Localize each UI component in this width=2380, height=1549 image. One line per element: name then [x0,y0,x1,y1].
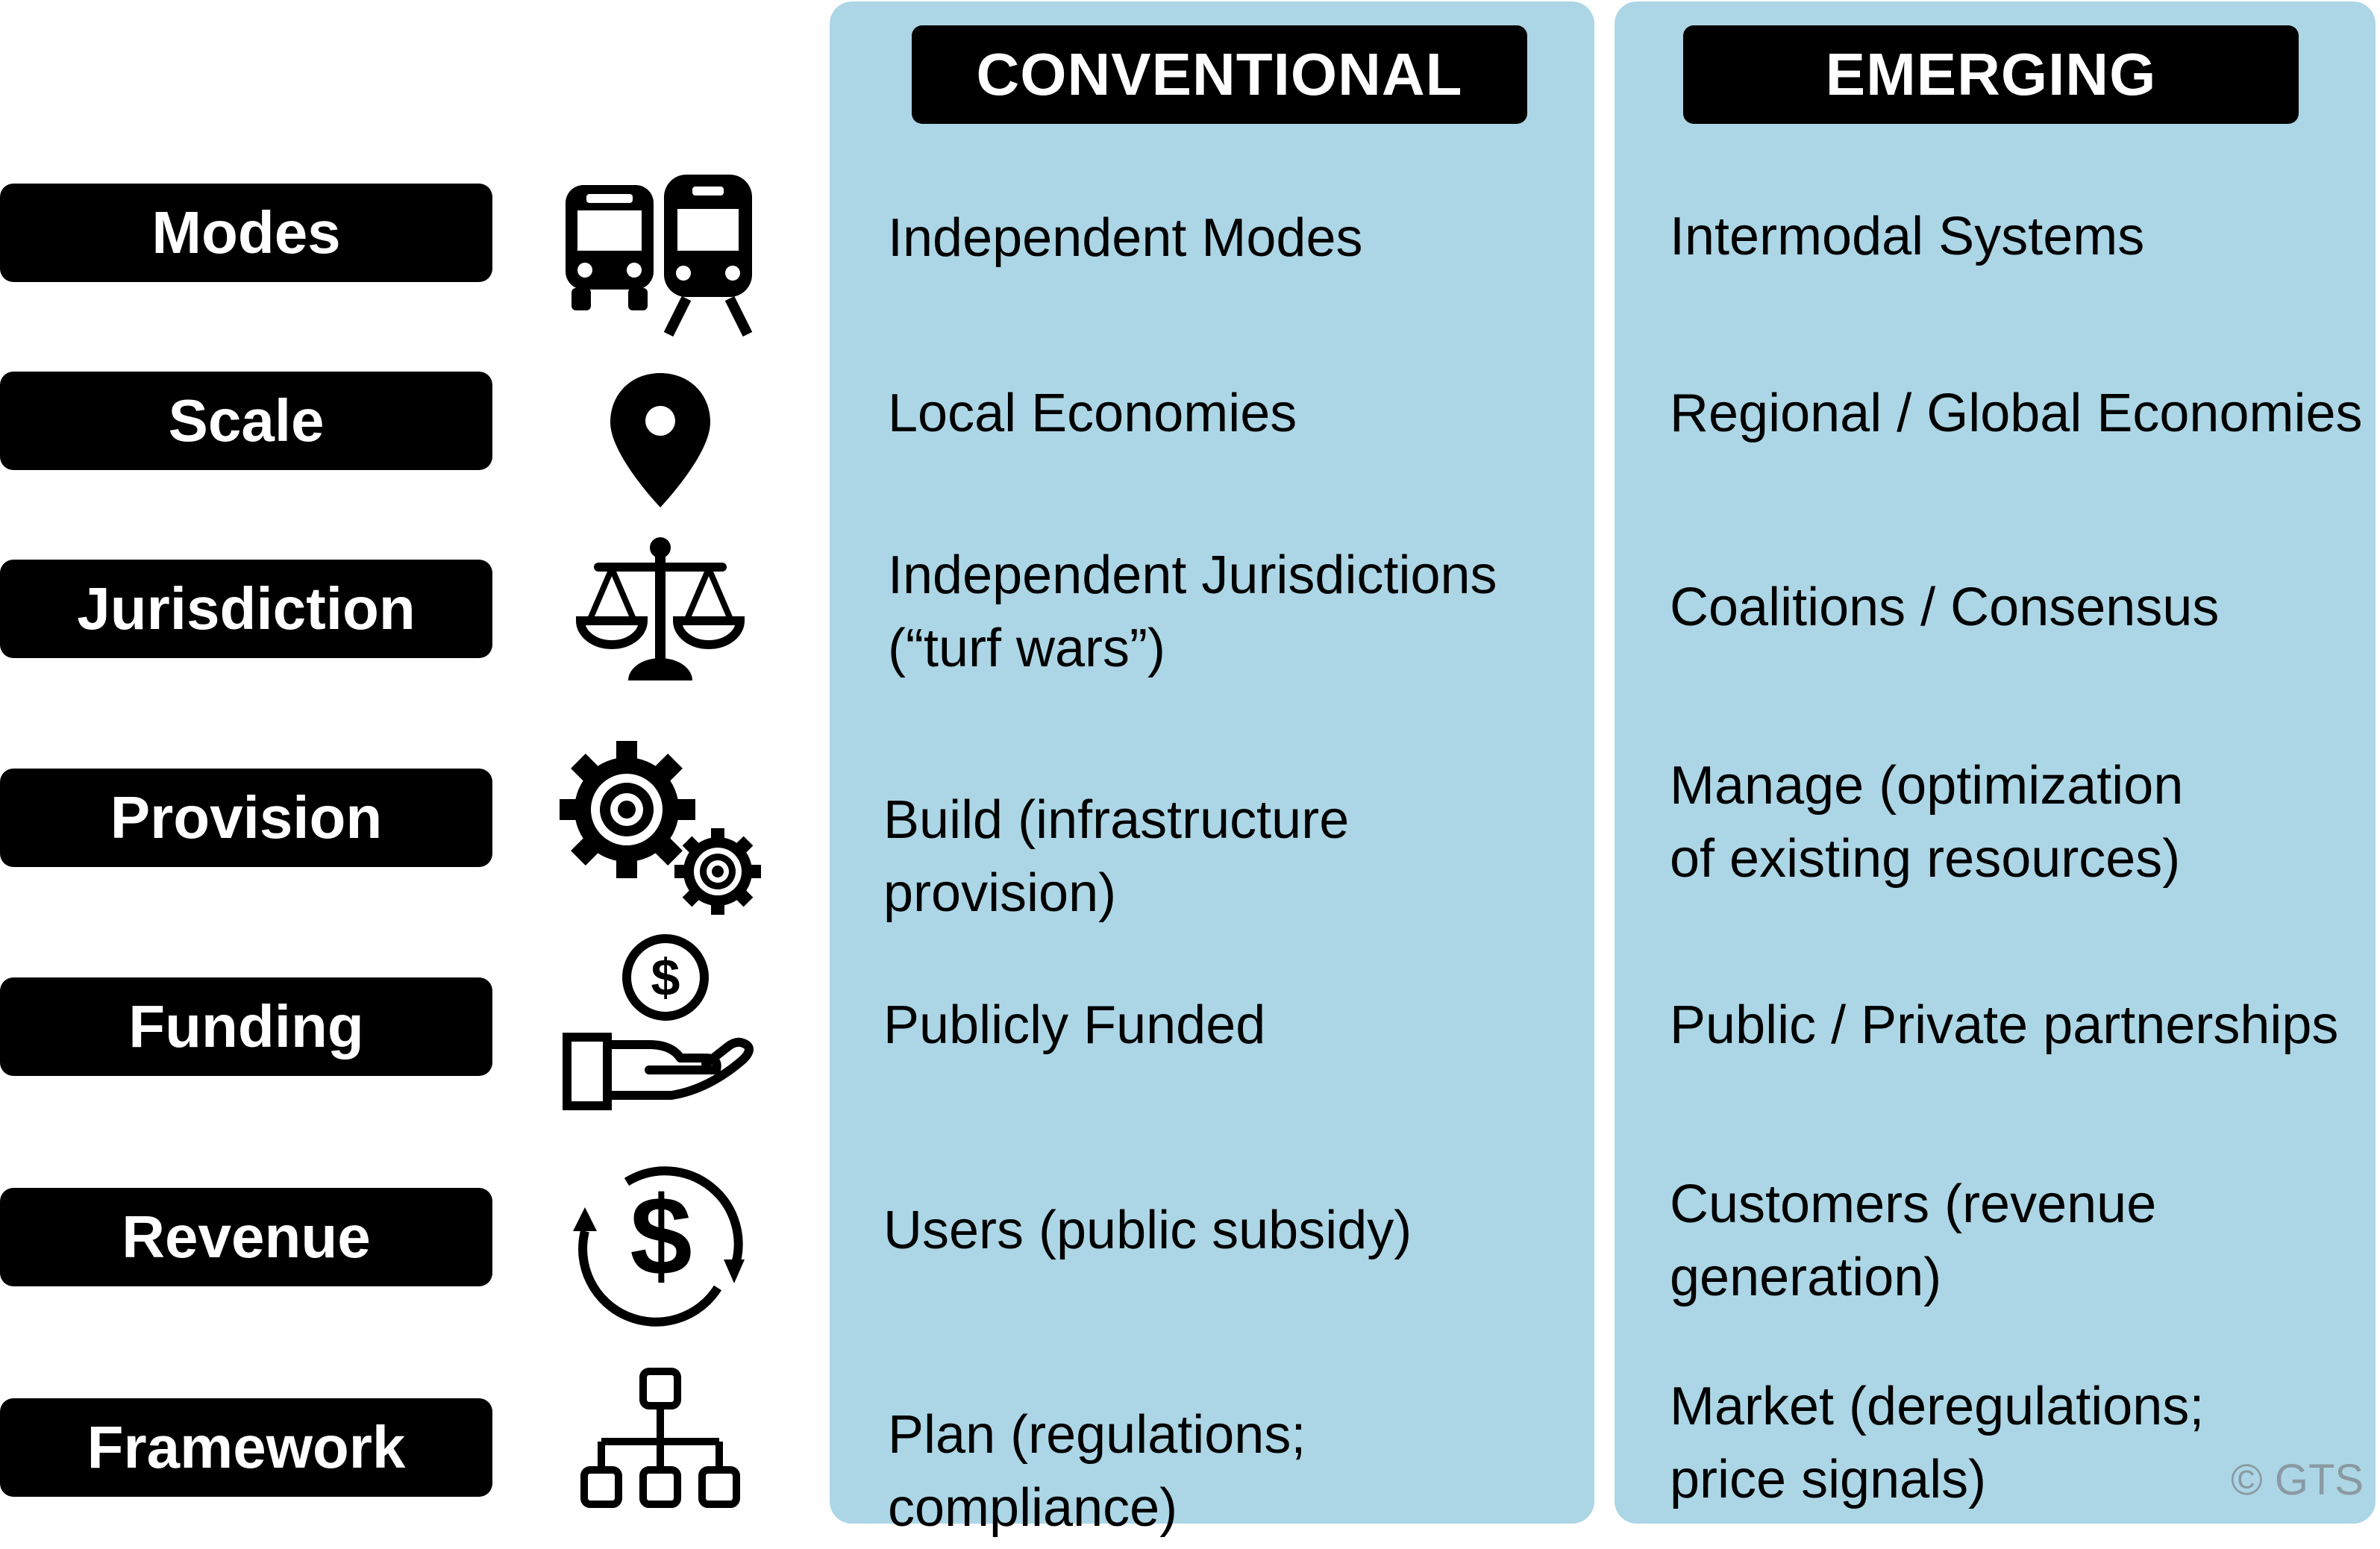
conventional-framework: Plan (regulations; compliance) [888,1405,1306,1538]
emerging-revenue: Customers (revenue generation) [1670,1174,2157,1307]
emerging-panel [1615,1,2376,1524]
row-label-jurisdiction: Jurisdiction [0,560,492,658]
location-pin-icon [560,351,761,530]
emerging-jurisdiction: Coalitions / Consensus [1670,578,2220,637]
conventional-revenue: Users (public subsidy) [883,1201,1412,1260]
row-label-scale: Scale [0,372,492,470]
svg-text:$: $ [651,948,680,1007]
hand-coin-icon: $ [560,933,761,1112]
conventional-panel [830,1,1594,1524]
emerging-framework: Market (deregulations; price signals) [1670,1377,2205,1509]
emerging-funding: Public / Private partnerships [1670,995,2339,1055]
conventional-scale: Local Economies [888,384,1297,443]
hierarchy-icon [560,1358,761,1537]
scales-icon [560,522,761,701]
svg-text:$: $ [630,1173,692,1298]
emerging-scale: Regional / Global Economies [1670,384,2363,443]
emerging-modes: Intermodal Systems [1670,207,2145,266]
row-label-framework: Framework [0,1398,492,1497]
dollar-cycle-icon: $ [560,1157,761,1336]
conventional-modes: Independent Modes [888,208,1363,268]
row-label-revenue: Revenue [0,1188,492,1286]
conventional-jurisdiction: Independent Jurisdictions (“turf wars”) [888,545,1497,678]
row-label-modes: Modes [0,184,492,282]
bus-train-icon [560,164,761,343]
gears-icon [558,739,761,918]
copyright-label: © GTS [2231,1456,2364,1504]
row-label-funding: Funding [0,977,492,1076]
row-label-provision: Provision [0,769,492,867]
emerging-header: EMERGING [1683,25,2299,124]
emerging-provision: Manage (optimization of existing resourc… [1670,756,2184,889]
conventional-provision: Build (infrastructure provision) [883,790,1350,923]
conventional-funding: Publicly Funded [883,995,1266,1055]
conventional-header: CONVENTIONAL [912,25,1527,124]
